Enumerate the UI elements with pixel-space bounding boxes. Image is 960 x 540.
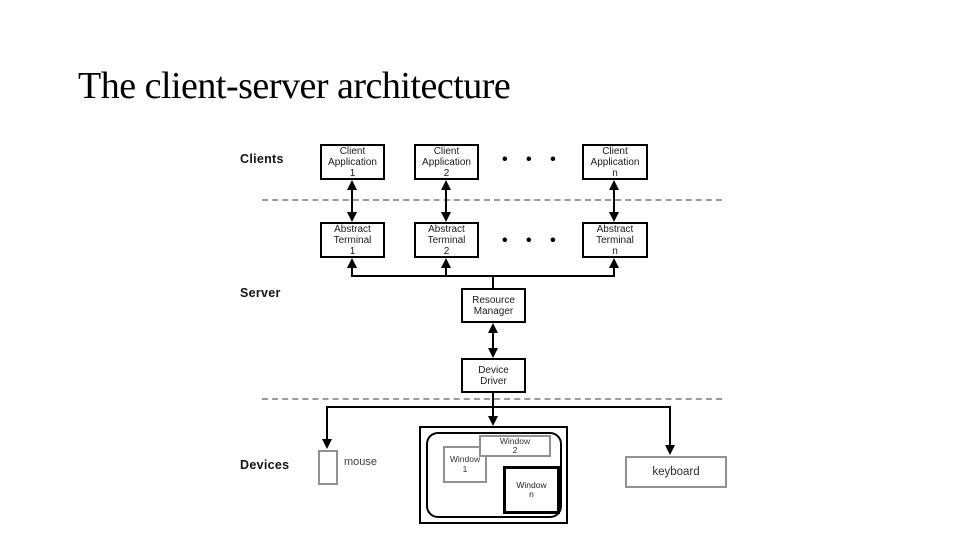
arrow-to-display — [488, 406, 498, 426]
arrow-line — [613, 188, 615, 214]
arrow-line — [351, 188, 353, 214]
arrow-line — [613, 266, 615, 277]
arrowhead-down-icon — [609, 212, 619, 222]
resource-manager-box: Resource Manager — [461, 288, 526, 323]
mouse-label: mouse — [344, 456, 378, 468]
arrow-to-keyboard — [665, 406, 675, 455]
arrowhead-down-icon — [322, 439, 332, 449]
client-application-1-box: Client Application 1 — [320, 144, 385, 180]
arrow-line — [492, 331, 494, 350]
arrow-bus-terminal2 — [441, 258, 451, 277]
device-driver-down-line — [492, 393, 494, 407]
arrowhead-up-icon — [609, 180, 619, 190]
abstract-terminal-2-box: Abstract Terminal 2 — [414, 222, 479, 258]
window-n-box: Window n — [503, 466, 560, 514]
arrowhead-up-icon — [441, 258, 451, 268]
row-label-server: Server — [240, 286, 281, 300]
arrow-line — [445, 266, 447, 277]
arrow-line — [492, 406, 494, 418]
abstract-terminal-n-box: Abstract Terminal n — [582, 222, 648, 258]
arrow-resource-manager-device-driver — [488, 323, 498, 358]
ellipsis-terminals-row: • • • — [502, 232, 563, 249]
arrow-clientn-terminaln — [609, 180, 619, 222]
arrowhead-up-icon — [441, 180, 451, 190]
arrow-line — [326, 406, 328, 441]
arrowhead-down-icon — [441, 212, 451, 222]
arrow-client2-terminal2 — [441, 180, 451, 222]
arrowhead-down-icon — [347, 212, 357, 222]
arrowhead-up-icon — [488, 323, 498, 333]
window-2-box: Window 2 — [479, 435, 551, 457]
arrow-client1-terminal1 — [347, 180, 357, 222]
keyboard-box: keyboard — [625, 456, 727, 488]
bus-to-resource-manager-line — [492, 277, 494, 288]
arrow-line — [669, 406, 671, 447]
abstract-terminal-1-box: Abstract Terminal 1 — [320, 222, 385, 258]
row-label-devices: Devices — [240, 458, 290, 472]
arrowhead-down-icon — [488, 348, 498, 358]
client-application-n-box: Client Application n — [582, 144, 648, 180]
arrowhead-up-icon — [609, 258, 619, 268]
arrowhead-down-icon — [665, 445, 675, 455]
arrow-line — [445, 188, 447, 214]
arrowhead-up-icon — [347, 258, 357, 268]
ellipsis-clients-row: • • • — [502, 151, 563, 168]
row-label-clients: Clients — [240, 152, 284, 166]
arrowhead-up-icon — [347, 180, 357, 190]
devices-branch-line — [326, 406, 671, 408]
arrow-bus-terminal1 — [347, 258, 357, 277]
arrowhead-down-icon — [488, 416, 498, 426]
window-1-box: Window 1 — [443, 446, 487, 483]
arrow-to-mouse — [322, 406, 332, 449]
client-application-2-box: Client Application 2 — [414, 144, 479, 180]
device-driver-box: Device Driver — [461, 358, 526, 393]
terminal-bus-line — [351, 275, 615, 277]
mouse-box — [318, 450, 338, 485]
dashed-separator-clients-server — [262, 199, 722, 201]
slide-title: The client-server architecture — [78, 65, 511, 107]
arrow-bus-terminaln — [609, 258, 619, 277]
arrow-line — [351, 266, 353, 277]
